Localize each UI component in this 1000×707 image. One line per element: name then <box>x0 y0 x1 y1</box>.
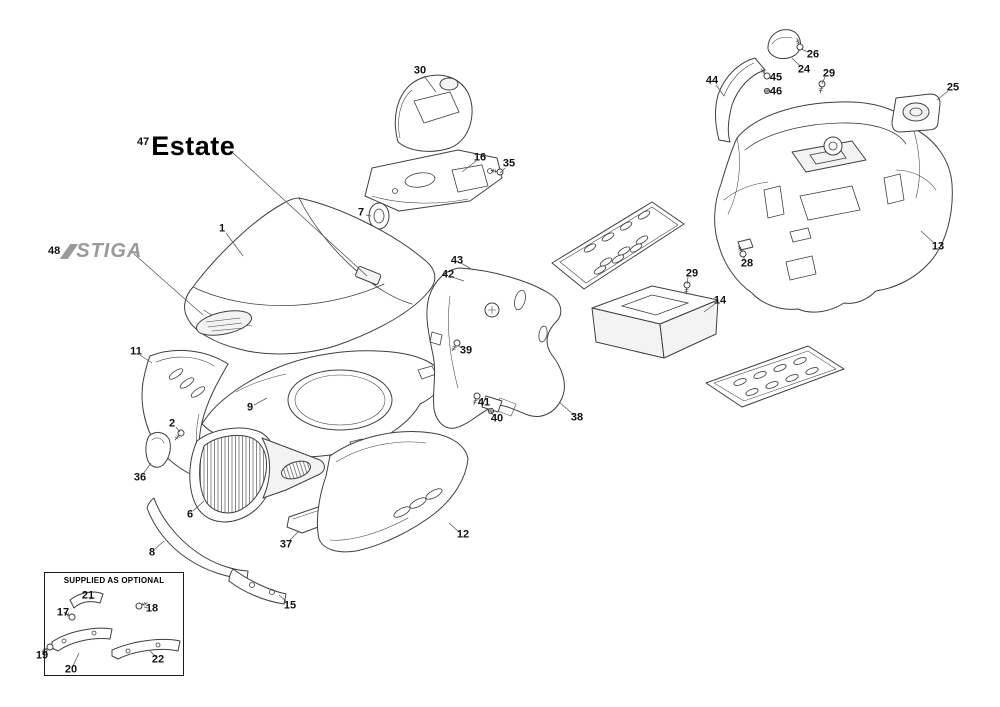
estate-callout: 47 Estate <box>137 133 235 160</box>
part-switch-housing <box>891 93 941 133</box>
stiga-callout: 48 STIGA <box>48 241 142 261</box>
part-bracket-15 <box>228 568 287 605</box>
part-dash-panel <box>364 149 503 212</box>
part-number-label: 48 <box>48 245 61 257</box>
part-console-shroud <box>394 74 473 152</box>
part-footplate-lower <box>705 345 845 408</box>
part-cap-piece <box>767 29 801 59</box>
part-bracket-41 <box>481 395 503 413</box>
part-grille <box>189 427 325 523</box>
part-hood <box>184 197 436 355</box>
stiga-logo-text: STIGA <box>76 240 143 262</box>
leader-lines <box>44 48 949 667</box>
part-footplate-upper <box>551 201 685 290</box>
part-trim-strip <box>715 57 766 143</box>
part-bracket-36 <box>145 431 171 468</box>
part-ring-plate <box>201 350 443 458</box>
part-optional-kit <box>51 591 181 660</box>
part-trim-strip-8 <box>146 497 249 580</box>
part-side-panel <box>316 431 469 553</box>
estate-decal-label: Estate <box>151 131 236 161</box>
part-dash-support <box>426 267 565 429</box>
part-number-label: 47 <box>137 136 150 148</box>
part-rear-body <box>714 101 953 313</box>
part-battery-box <box>591 285 719 359</box>
